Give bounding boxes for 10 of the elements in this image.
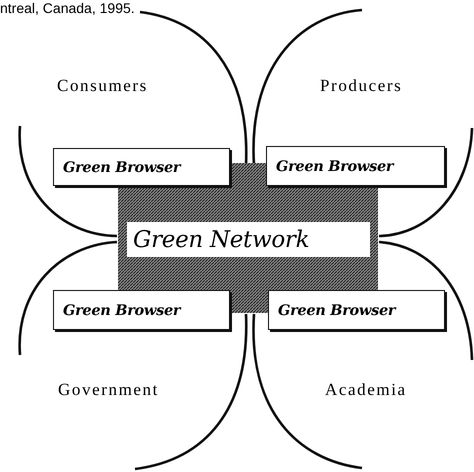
group-label: Producers xyxy=(320,76,402,96)
browser-box: Green Browser xyxy=(53,290,230,330)
group-label: Academia xyxy=(325,380,407,400)
browser-box: Green Browser xyxy=(268,290,445,330)
group-label: Government xyxy=(58,380,159,400)
network-title: Green Network xyxy=(127,222,370,257)
group-label: Consumers xyxy=(57,76,148,96)
browser-box: Green Browser xyxy=(266,146,445,186)
browser-box: Green Browser xyxy=(53,148,230,186)
caption-text: ntreal, Canada, 1995. xyxy=(0,0,135,16)
